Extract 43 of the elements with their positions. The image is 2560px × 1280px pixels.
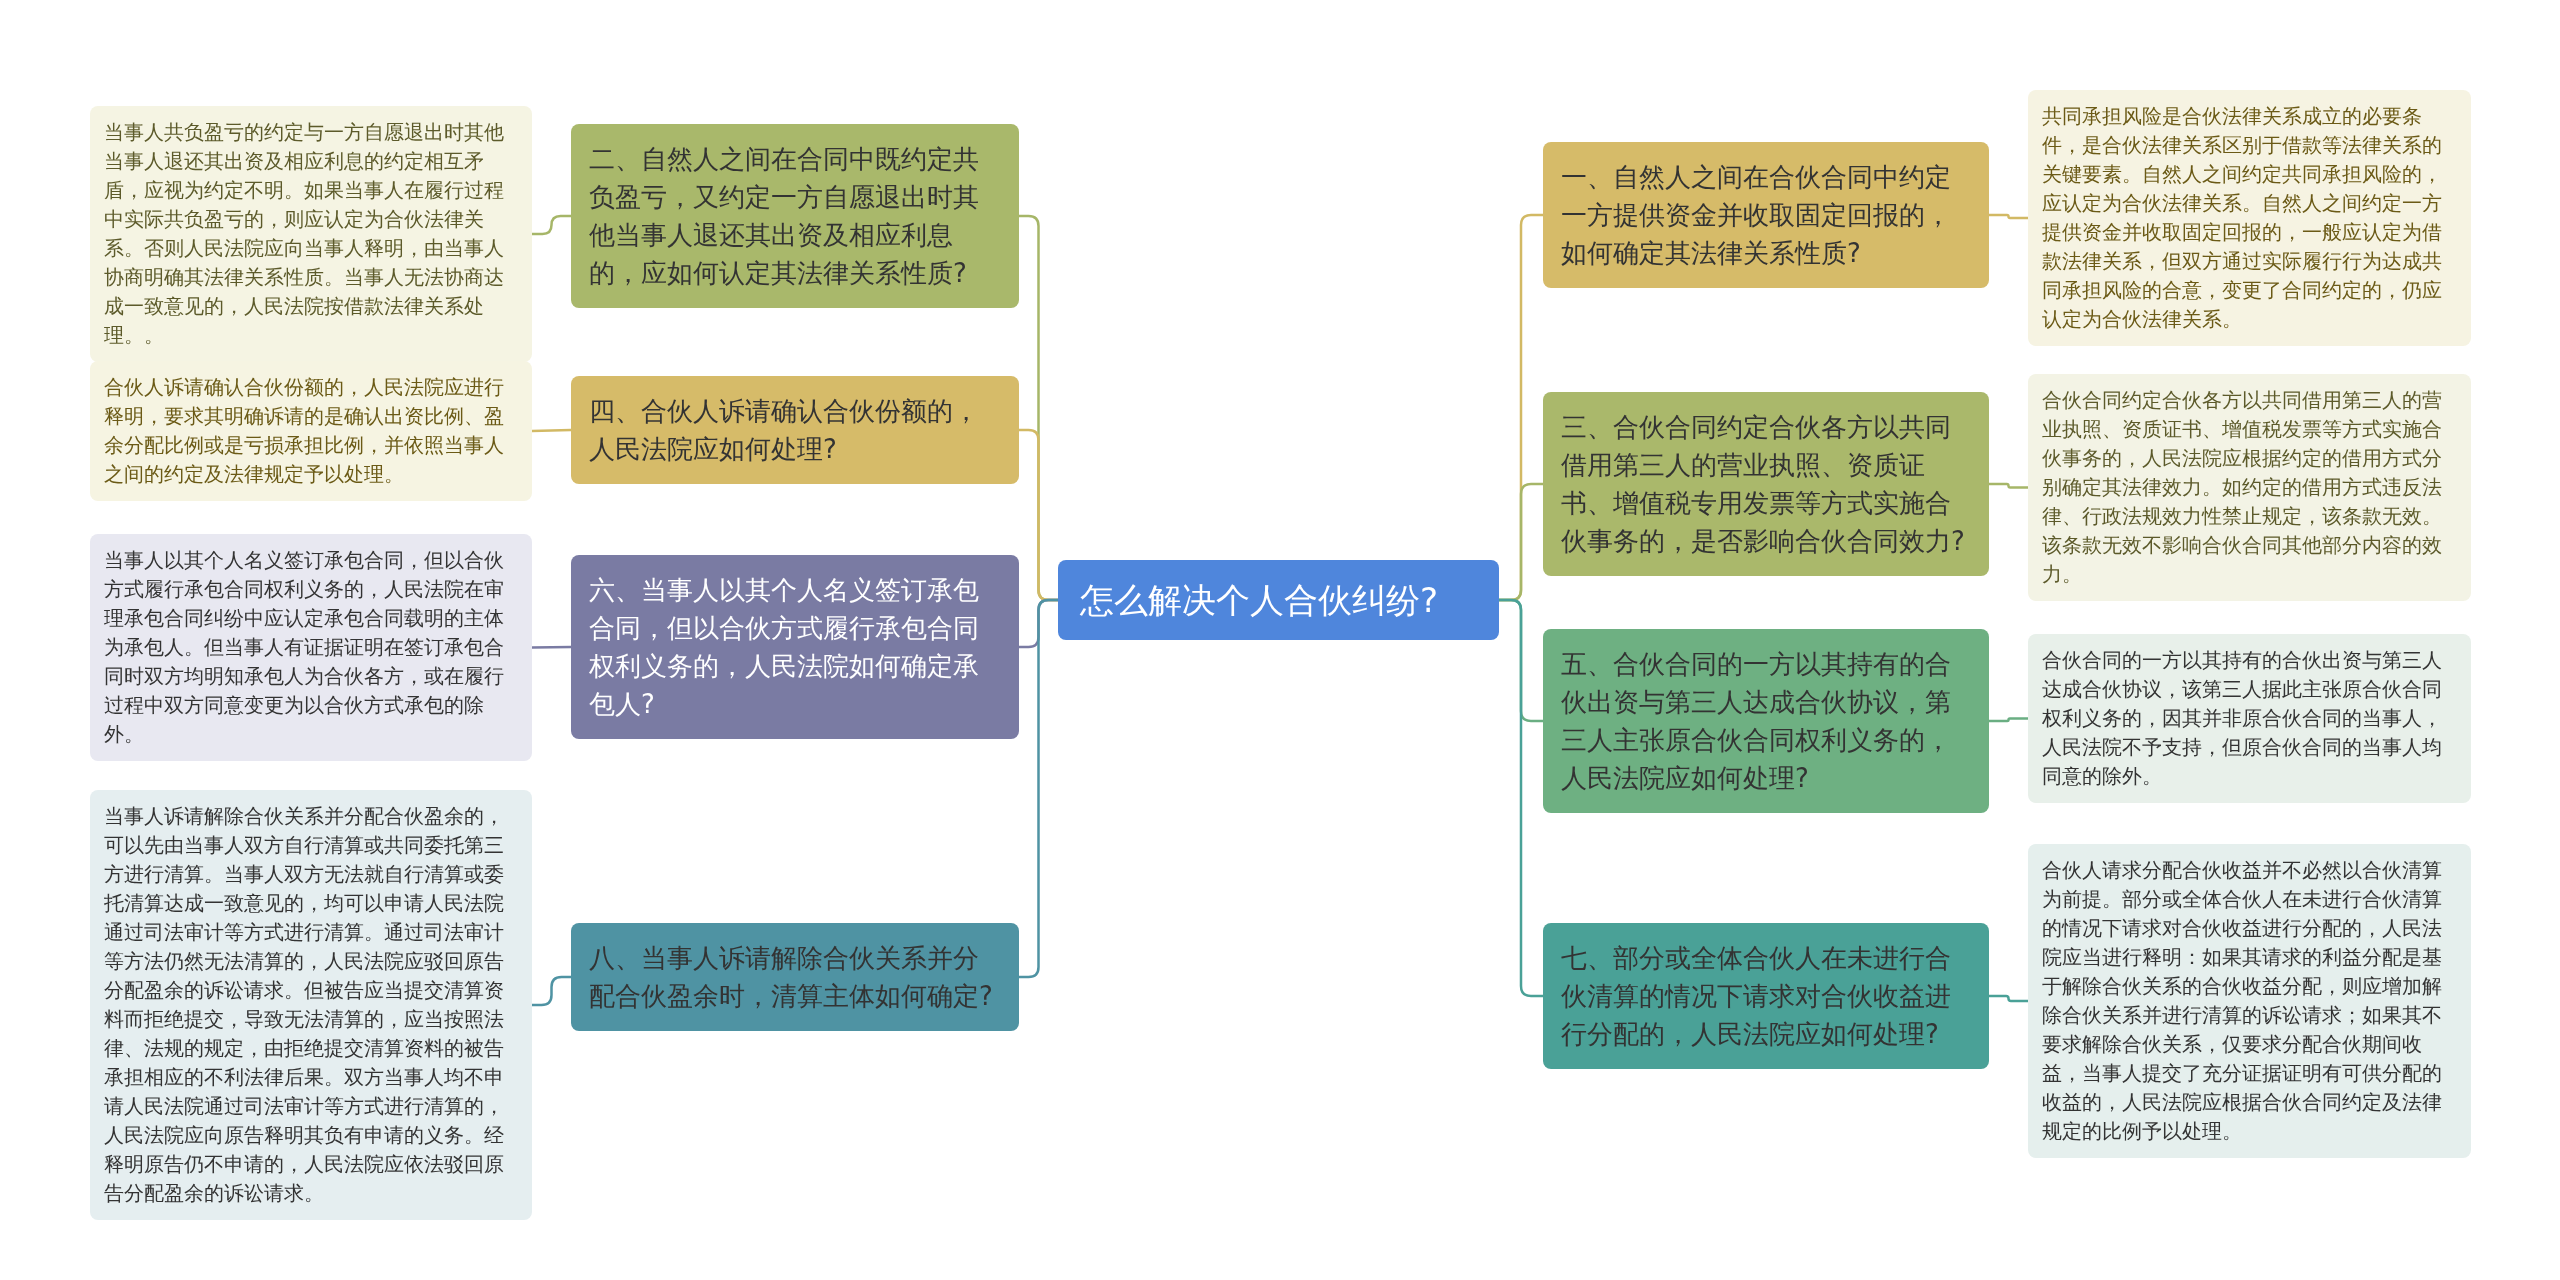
connector-line	[1499, 598, 1543, 998]
question-box	[571, 124, 1019, 308]
answer-text: 当事人以其个人名义签订承包合同，但以合伙方式履行承包合同权利义务的，人民法院在审理承包合同纠纷中应认定承包合同载明的主体为承包人。但当事人有证据证明在签订承包合同时双方均明知承包人为合伙各方，或在履行过程中双方同意变更为以合伙方式承包的除外。	[104, 548, 505, 748]
question-box	[571, 555, 1019, 739]
question-box	[1543, 392, 1989, 576]
connector-line	[1989, 717, 2028, 723]
question-box	[1543, 142, 1989, 288]
question-text: 七、部分或全体合伙人在未进行合伙清算的情况下请求对合伙收益进行分配的，人民法院应如何处理?	[1561, 942, 1952, 1051]
answer-box	[90, 106, 532, 362]
question-text: 二、自然人之间在合同中既约定共负盈亏，又约定一方自愿退出时其他当事人退还其出资及相应利息的，应如何认定其法律关系性质?	[589, 143, 980, 290]
question-text: 三、合伙合同约定合伙各方以共同借用第三人的营业执照、资质证书、增值税专用发票等方式实施合伙事务的，是否影响合伙合同效力?	[1561, 411, 1966, 558]
answer-text: 共同承担风险是合伙法律关系成立的必要条件，是合伙法律关系区别于借款等法律关系的关键要素。自然人之间约定共同承担风险的，应认定为合伙法律关系。自然人之间约定一方提供资金并收取固定回报的，一般应认定为借款法律关系，但双方通过实际履行行为达成共同承担风险的合意，变更了合同约定的，仍应认定为合伙法律关系。	[2042, 104, 2443, 333]
answer-text: 合伙人诉请确认合伙份额的，人民法院应进行释明，要求其明确诉请的是确认出资比例、盈余分配比例或是亏损承担比例，并依照当事人之间的约定及法律规定予以处理。	[104, 375, 505, 488]
answer-box	[90, 534, 532, 761]
connector-line	[1989, 213, 2028, 220]
question-box	[571, 923, 1019, 1031]
answer-box	[2028, 90, 2471, 346]
answer-text: 合伙合同约定合伙各方以共同借用第三人的营业执照、资质证书、增值税发票等方式实施合伙事务的，人民法院应根据约定的借用方式分别确定其法律效力。如约定的借用方式违反法律、行政法规效力性禁止规定，该条款无效。该条款无效不影响合伙合同其他部分内容的效力。	[2042, 388, 2443, 588]
question-text: 一、自然人之间在合伙合同中约定一方提供资金并收取固定回报的，如何确定其法律关系性质?	[1561, 161, 1952, 270]
question-box	[1543, 923, 1989, 1069]
connector-line	[532, 214, 571, 236]
connector-line	[1019, 598, 1058, 979]
answer-box	[2028, 844, 2471, 1158]
answer-text: 当事人共负盈亏的约定与一方自愿退出时其他当事人退还其出资及相应利息的约定相互矛盾，应视为约定不明。如果当事人在履行过程中实际共负盈亏的，则应认定为合伙法律关系。否则人民法院应向当事人释明，由当事人协商明确其法律关系性质。当事人无法协商达成一致意见的，人民法院按借款法律关系处理。。	[104, 120, 505, 349]
connector-line	[532, 645, 571, 649]
answer-text: 当事人诉请解除合伙关系并分配合伙盈余的，可以先由当事人双方自行清算或共同委托第三方进行清算。当事人双方无法就自行清算或委托清算达成一致意见的，均可以申请人民法院通过司法审计等方式进行清算。通过司法审计等方法仍然无法清算的，人民法院应驳回原告分配盈余的诉讼请求。但被告应当提交清算资料而拒绝提交，导致无法清算的，应当按照法律、法规的规定，由拒绝提交清算资料的被告承担相应的不利法律后果。双方当事人均不申请人民法院通过司法审计等方式进行清算的，人民法院应向原告释明其负有申请的义务。经释明原告仍不申请的，人民法院应依法驳回原告分配盈余的诉讼请求。	[104, 804, 505, 1207]
central-topic-text: 怎么解决个人合伙纠纷?	[1080, 579, 1440, 622]
question-text: 六、当事人以其个人名义签订承包合同，但以合伙方式履行承包合同权利义务的，人民法院如何确定承包人?	[589, 574, 980, 721]
connector-line	[1989, 994, 2028, 1003]
connector-line	[1989, 482, 2028, 489]
connector-line	[532, 975, 571, 1007]
question-text: 八、当事人诉请解除合伙关系并分配合伙盈余时，清算主体如何确定?	[589, 942, 994, 1013]
answer-box	[90, 361, 532, 501]
answer-box	[2028, 374, 2471, 601]
question-box	[571, 376, 1019, 484]
answer-box	[2028, 634, 2471, 803]
connector-line	[531, 428, 572, 433]
answer-text: 合伙合同的一方以其持有的合伙出资与第三人达成合伙协议，该第三人据此主张原合伙合同权利义务的，因其并非原合伙合同的当事人，人民法院不予支持，但原合伙合同的当事人均同意的除外。	[2042, 648, 2443, 790]
central-topic-box	[1058, 560, 1499, 640]
question-text: 五、合伙合同的一方以其持有的合伙出资与第三人达成合伙协议，第三人主张原合伙合同权利义务的，人民法院应如何处理?	[1561, 648, 1952, 795]
answer-text: 合伙人请求分配合伙收益并不必然以合伙清算为前提。部分或全体合伙人在未进行合伙清算的情况下请求对合伙收益进行分配的，人民法院应当进行释明：如果其请求的利益分配是基于解除合伙关系的合伙收益分配，则应增加解除合伙关系并进行清算的诉讼请求；如果其不要求解除合伙关系，仅要求分配合伙期间收益，当事人提交了充分证据证明有可供分配的收益的，人民法院应根据合伙合同约定及法律规定的比例予以处理。	[2042, 858, 2443, 1145]
question-text: 四、合伙人诉请确认合伙份额的，人民法院应如何处理?	[589, 395, 980, 466]
question-box	[1543, 629, 1989, 813]
